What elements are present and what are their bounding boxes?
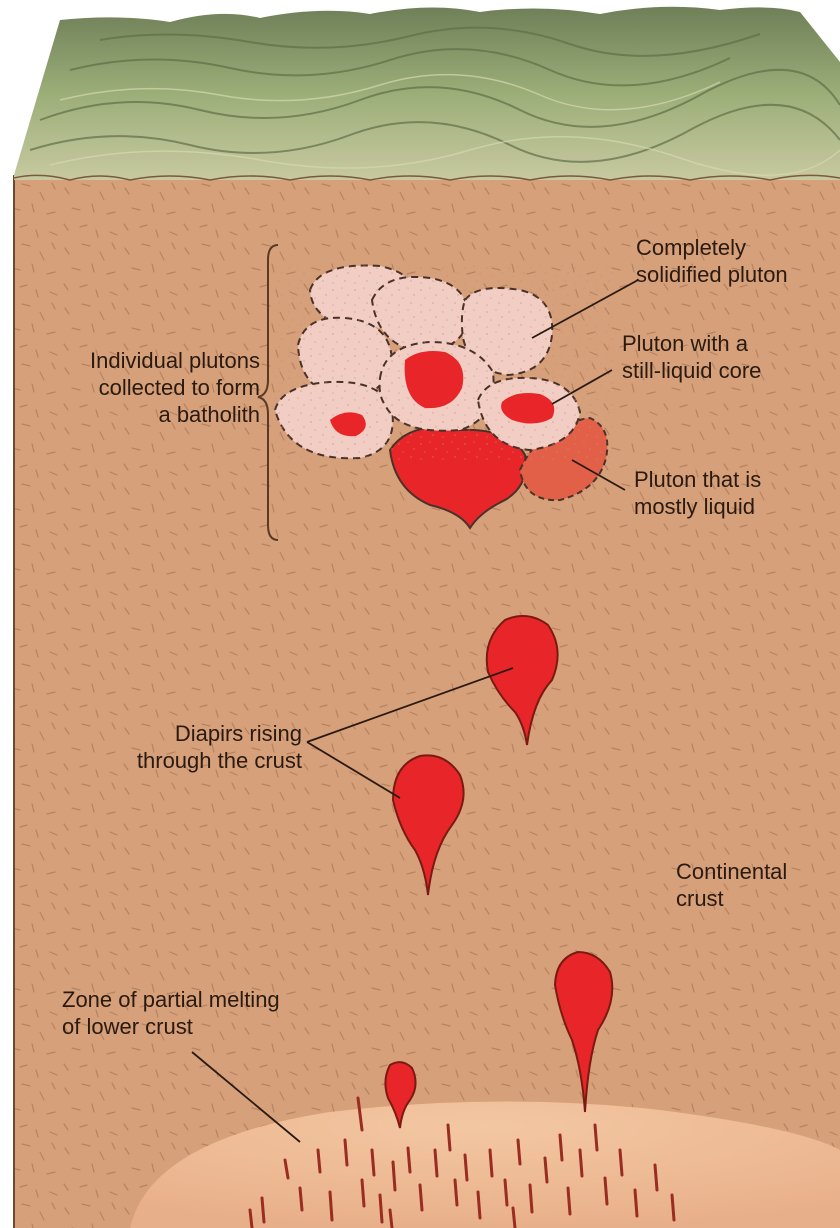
label-completely-solidified: Completely solidified pluton: [636, 234, 788, 288]
terrain-surface: [14, 7, 840, 180]
label-liquid-core: Pluton with a still-liquid core: [622, 330, 761, 384]
label-continental-crust-line1: Continental: [676, 858, 787, 885]
label-mostly-liquid: Pluton that is mostly liquid: [634, 466, 761, 520]
label-partial-melting: Zone of partial melting of lower crust: [62, 986, 280, 1040]
label-completely-solidified-line2: solidified pluton: [636, 261, 788, 288]
label-partial-melting-line2: of lower crust: [62, 1013, 280, 1040]
label-partial-melting-line1: Zone of partial melting: [62, 986, 280, 1013]
label-batholith-line2: collected to form: [24, 374, 260, 401]
label-mostly-liquid-line2: mostly liquid: [634, 493, 761, 520]
label-batholith-line3: a batholith: [24, 401, 260, 428]
label-mostly-liquid-line1: Pluton that is: [634, 466, 761, 493]
label-continental-crust-line2: crust: [676, 885, 787, 912]
label-batholith: Individual plutons collected to form a b…: [24, 347, 260, 428]
label-batholith-line1: Individual plutons: [24, 347, 260, 374]
label-liquid-core-line1: Pluton with a: [622, 330, 761, 357]
label-diapirs: Diapirs rising through the crust: [90, 720, 302, 774]
label-diapirs-line1: Diapirs rising: [90, 720, 302, 747]
label-diapirs-line2: through the crust: [90, 747, 302, 774]
label-completely-solidified-line1: Completely: [636, 234, 788, 261]
label-liquid-core-line2: still-liquid core: [622, 357, 761, 384]
label-continental-crust: Continental crust: [676, 858, 787, 912]
